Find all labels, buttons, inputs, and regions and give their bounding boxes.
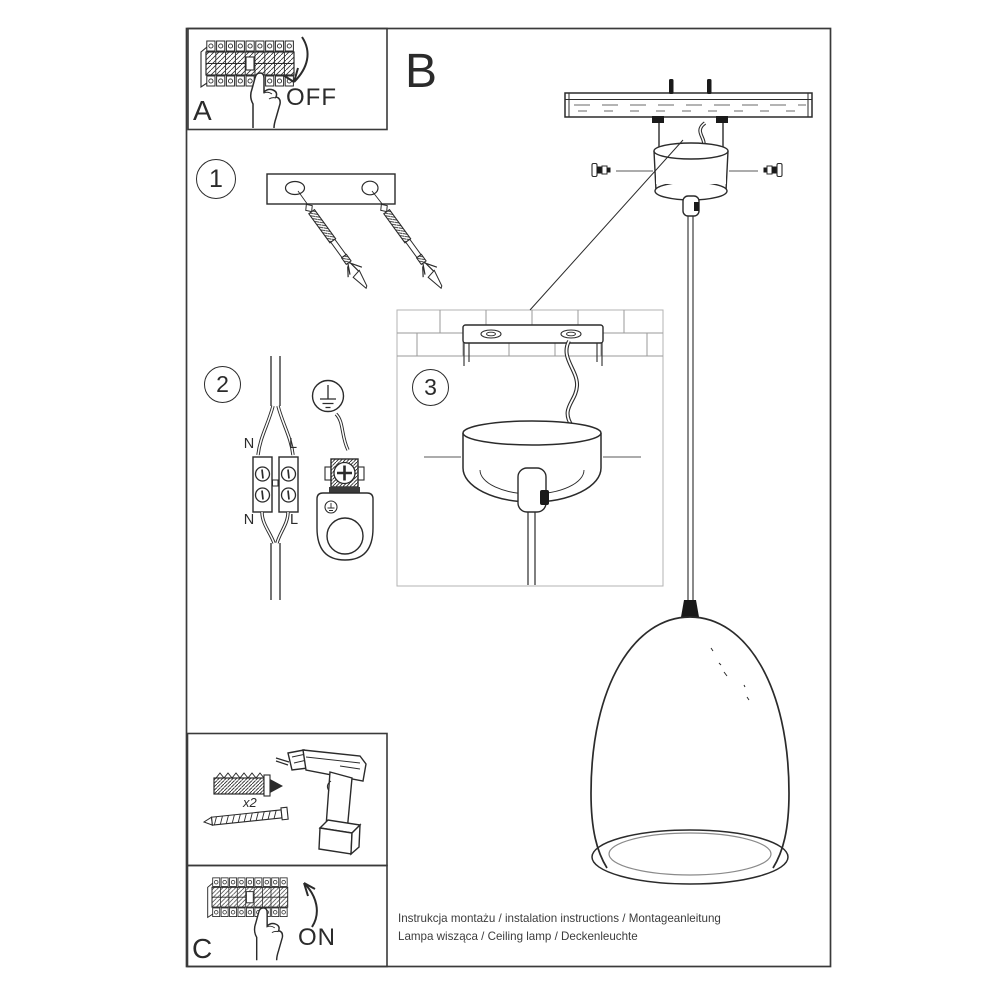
diagram-b-label: B xyxy=(405,45,438,98)
step-2-number: 2 xyxy=(216,371,229,397)
step-2-badge: 2 xyxy=(204,366,241,403)
wire-label-n-bottom: N xyxy=(243,512,255,528)
circuit-breaker-panel-icon xyxy=(208,878,288,918)
ceiling-tiles xyxy=(397,310,663,357)
step-1-badge: 1 xyxy=(196,159,236,199)
power-cord xyxy=(687,216,694,600)
panel-c-box xyxy=(186,864,388,968)
wire-label-n-top: N xyxy=(243,436,255,452)
expansion-anchor-screw xyxy=(373,199,449,294)
cord-grip xyxy=(681,600,699,617)
power-cord xyxy=(527,512,536,585)
side-screw xyxy=(763,162,783,178)
step-3-badge: 3 xyxy=(412,369,449,406)
sheet-border xyxy=(185,27,832,968)
step-3-number: 3 xyxy=(424,374,437,400)
wire-label-l-top: L xyxy=(288,436,298,452)
canopy xyxy=(424,420,641,585)
step-1-number: 1 xyxy=(209,164,223,193)
footer-line-2: Lampa wisząca / Ceiling lamp / Deckenleu… xyxy=(398,929,638,943)
expansion-anchor-screw xyxy=(298,199,374,294)
side-screw xyxy=(591,162,611,178)
screw-quantity-label: x2 xyxy=(243,795,257,810)
breaker-on-label: ON xyxy=(298,924,336,951)
panel-a-box xyxy=(187,27,388,131)
circuit-breaker-panel-icon xyxy=(201,41,294,87)
footer-line-1: Instrukcja montażu / instalation instruc… xyxy=(398,912,721,925)
canopy xyxy=(616,142,758,217)
breaker-off-label: OFF xyxy=(286,84,337,111)
curved-arrow-down-icon xyxy=(282,36,309,83)
curved-arrow-up-icon xyxy=(303,882,318,928)
earth-ground-symbol-icon xyxy=(311,379,345,413)
step3-detail-box xyxy=(396,309,664,587)
ceiling-bracket xyxy=(462,324,604,366)
panel-a-label: A xyxy=(193,95,212,126)
terminal-block xyxy=(252,356,299,600)
mounting-plate xyxy=(266,173,396,206)
pendant-lamp-shade xyxy=(590,600,790,885)
power-drill-icon xyxy=(275,749,367,856)
wood-screw-icon xyxy=(202,806,289,826)
wire-label-l-bottom: L xyxy=(289,512,299,528)
wall-plug-icon xyxy=(213,772,283,797)
zoom-leader-line xyxy=(529,139,684,311)
wooden-beam xyxy=(564,92,813,118)
ground-clamp xyxy=(316,412,374,561)
mounting-bolts xyxy=(669,79,712,94)
ceiling-bracket xyxy=(652,116,728,151)
panel-c-label: C xyxy=(192,933,213,964)
footer-caption: Instrukcja montażu / instalation instruc… xyxy=(398,910,721,945)
